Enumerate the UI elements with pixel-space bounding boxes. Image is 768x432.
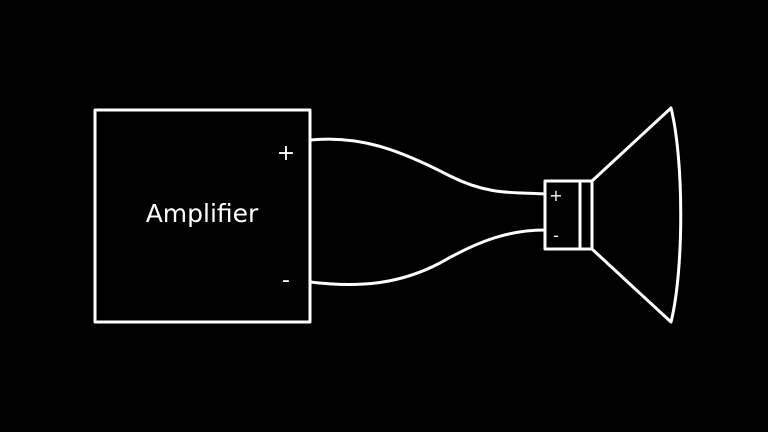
negative-wire (308, 228, 547, 287)
amplifier-label: Amplifier (146, 199, 259, 228)
amplifier-negative-terminal: - (282, 268, 290, 293)
amplifier-box (93, 108, 312, 324)
speaker-cone (590, 106, 683, 324)
speaker-negative-terminal: - (553, 226, 559, 245)
speaker-terminal-block (543, 179, 594, 251)
amplifier-positive-terminal: + (277, 141, 295, 166)
speaker-positive-terminal: + (549, 186, 562, 205)
amplifier: Amplifier + - (93, 108, 312, 324)
speaker: + - (543, 106, 683, 324)
positive-wire (308, 137, 547, 196)
